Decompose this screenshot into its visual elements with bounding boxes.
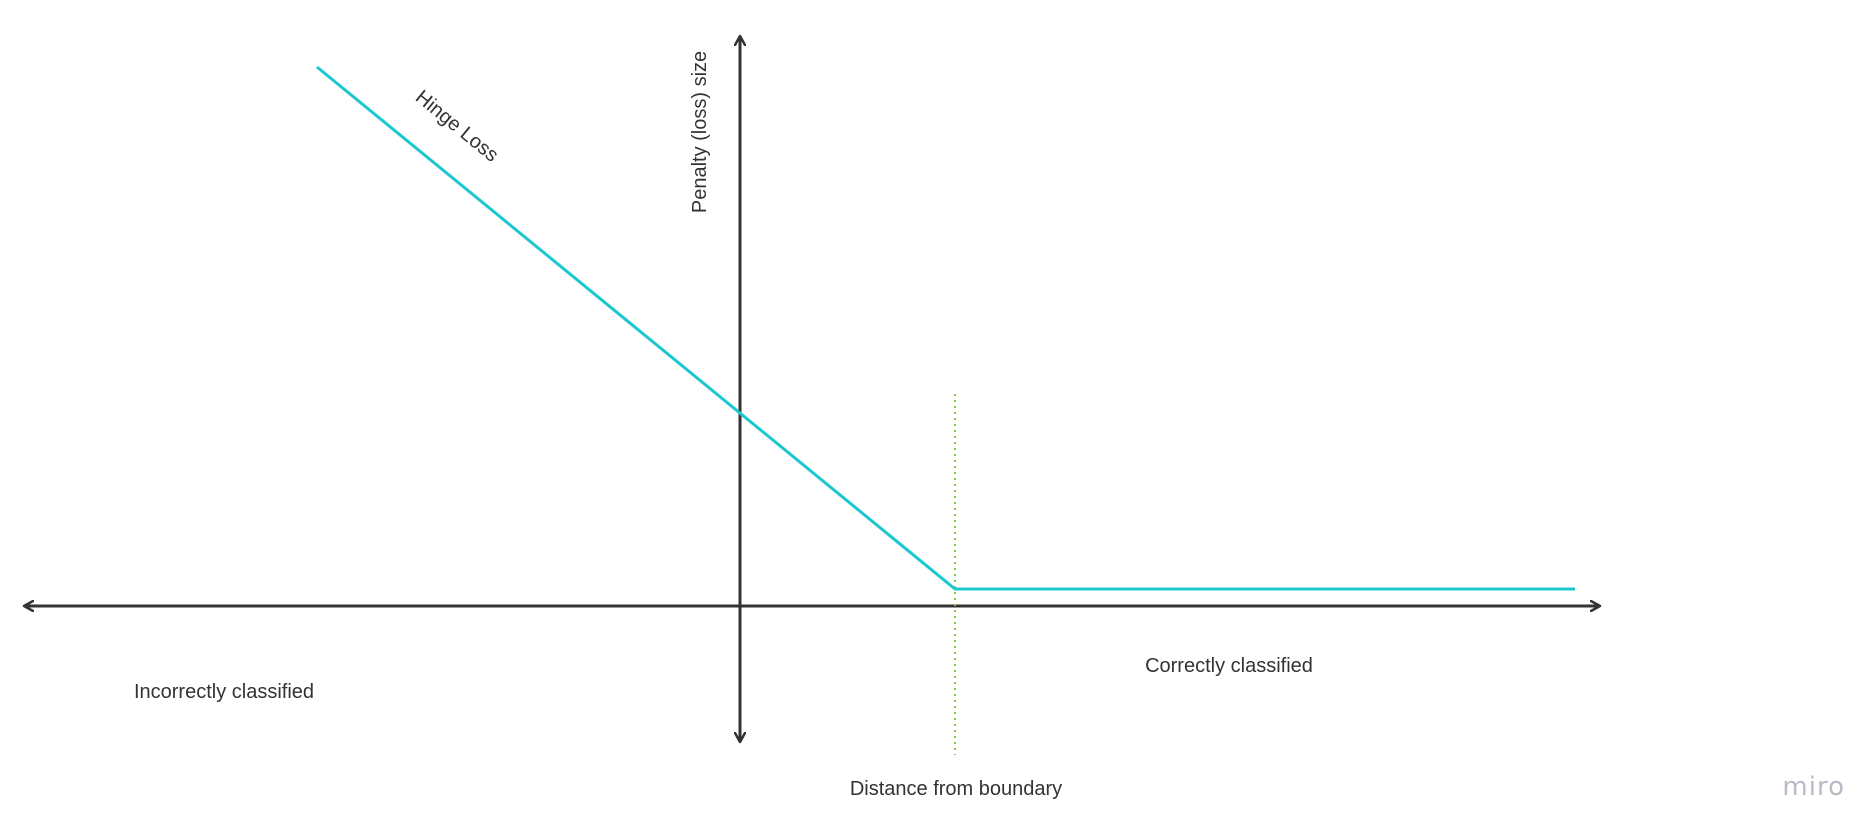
y-axis-label: Penalty (loss) size xyxy=(689,51,711,213)
region-right-label: Correctly classified xyxy=(1145,655,1313,677)
hinge-loss-curve xyxy=(316,65,1575,591)
region-left-label: Incorrectly classified xyxy=(134,681,314,703)
miro-logo: miro xyxy=(1782,772,1845,802)
x-axis-label: Distance from boundary xyxy=(850,778,1062,800)
